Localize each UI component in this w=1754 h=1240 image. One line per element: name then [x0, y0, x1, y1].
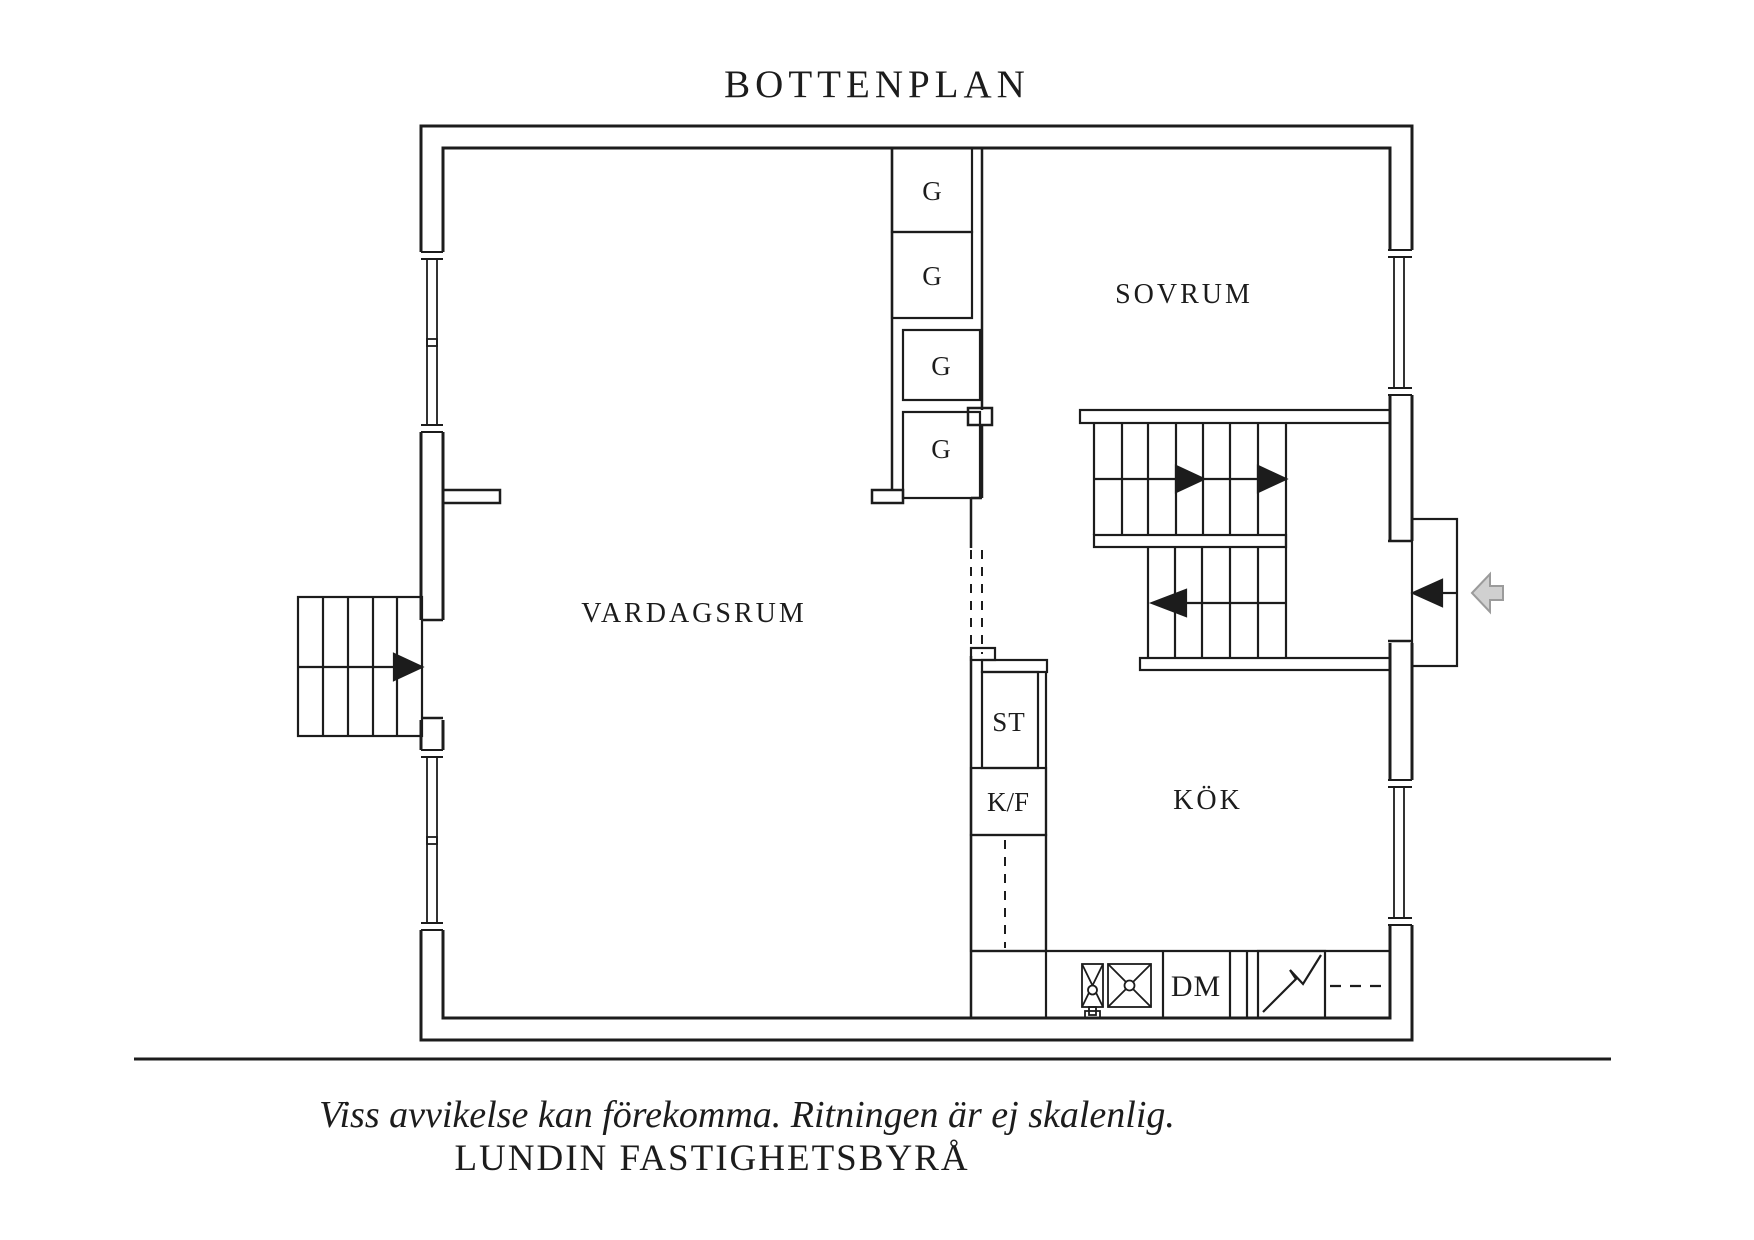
staircase — [1078, 408, 1392, 672]
footer-disclaimer: Viss avvikelse kan förekomma. Ritningen … — [319, 1094, 1175, 1136]
stairs-down-arrow-icon — [1148, 588, 1286, 618]
wardrobe-label-2: G — [922, 261, 942, 291]
side-door-opening — [421, 618, 443, 720]
wardrobe-label-4: G — [931, 434, 951, 464]
wardrobe-cabinets — [890, 146, 982, 500]
room-label-kitchen: KÖK — [1173, 785, 1243, 816]
dishwasher-label: DM — [1171, 970, 1221, 1003]
wall-openings — [417, 250, 1416, 930]
stairs-up-arrow-icon — [1094, 464, 1289, 494]
outer-walls — [419, 124, 1414, 1042]
right-window-top-icon — [1388, 249, 1412, 396]
plan-title: BOTTENPLAN — [724, 63, 1030, 106]
interior-walls — [441, 148, 994, 1018]
entry-arrow-icon — [1410, 578, 1457, 608]
kitchen-counter — [971, 949, 1390, 1020]
sink-icon — [1081, 963, 1152, 1019]
main-entrance-arrow-icon — [1470, 571, 1504, 615]
closet-label: ST — [992, 707, 1026, 737]
wardrobe-label-1: G — [922, 176, 942, 206]
wardrobe-label-3: G — [931, 351, 951, 381]
room-label-bedroom: SOVRUM — [1115, 279, 1253, 310]
living-room-opening-dashed — [970, 550, 983, 654]
stove-icon — [1262, 954, 1322, 1013]
left-window-bottom-icon — [421, 749, 443, 931]
entry-door-opening — [1388, 539, 1412, 643]
room-label-living: VARDAGSRUM — [581, 598, 807, 629]
left-window-top-icon — [421, 251, 443, 433]
right-window-bottom-icon — [1388, 779, 1412, 926]
fridge-freezer-label: K/F — [987, 787, 1029, 817]
side-entry-arrow-icon — [298, 652, 425, 682]
footer-agency: LUNDIN FASTIGHETSBYRÅ — [454, 1138, 969, 1179]
